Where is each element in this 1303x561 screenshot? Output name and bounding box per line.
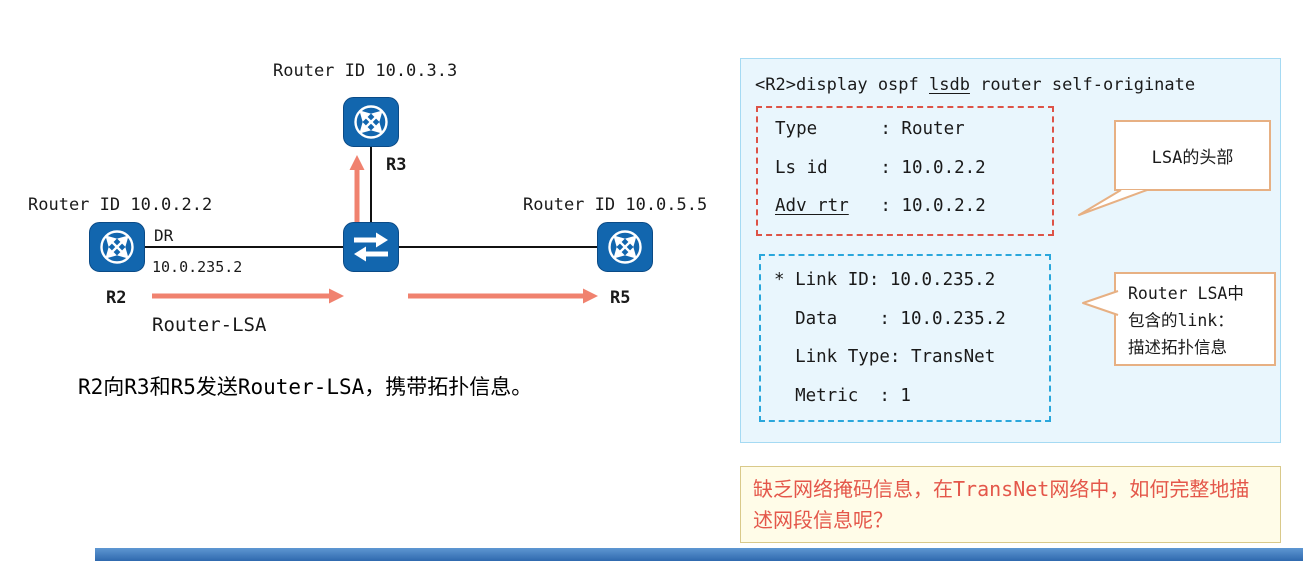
link-metric-line: Metric : 1	[774, 385, 911, 406]
cli-command-rest: router self-originate	[969, 75, 1196, 95]
router-name-r5: R5	[610, 288, 631, 308]
lsa-advrtr-key: Adv rtr	[775, 196, 849, 216]
router-icon	[89, 222, 145, 272]
lsa-header-box: Type : Router Ls id : 10.0.2.2 Adv rtr :…	[756, 106, 1054, 236]
question-note: 缺乏网络掩码信息，在TransNet网络中，如何完整地描述网段信息呢？	[740, 466, 1281, 543]
router-id-r3-label: Router ID 10.0.3.3	[273, 61, 458, 81]
router-id-r5-label: Router ID 10.0.5.5	[523, 195, 708, 215]
callout-link-line1: Router LSA中	[1128, 284, 1244, 303]
callout-link-line2: 包含的link：	[1128, 311, 1234, 330]
lsa-link-box: * Link ID: 10.0.235.2 Data : 10.0.235.2 …	[759, 254, 1051, 422]
router-node-r2	[89, 222, 145, 272]
question-note-text: 缺乏网络掩码信息，在TransNet网络中，如何完整地描述网段信息呢？	[753, 477, 1250, 532]
router-node-r5	[597, 222, 653, 272]
switch-node	[343, 222, 399, 272]
link-id-line: * Link ID: 10.0.235.2	[774, 270, 996, 290]
callout-lsa-header: LSA的头部	[1114, 120, 1271, 191]
lsa-arrow-up-head	[349, 155, 365, 170]
lsa-arrow-right2-head	[583, 288, 598, 304]
diagram-caption: R2向R3和R5发送Router-LSA，携带拓扑信息。	[78, 375, 533, 399]
router-node-r3	[343, 97, 399, 147]
link-data-line: Data : 10.0.235.2	[774, 308, 1006, 329]
cli-command-pre: <R2>display ospf	[755, 75, 929, 95]
callout-router-lsa-link-tail	[1082, 290, 1119, 316]
router-id-r2-label: Router ID 10.0.2.2	[28, 195, 213, 215]
bottom-accent-bar	[95, 548, 1303, 561]
callout-lsa-header-tail	[1078, 189, 1148, 216]
cli-command: <R2>display ospf lsdb router self-origin…	[755, 75, 1195, 95]
callout-router-lsa-link: Router LSA中 包含的link： 描述拓扑信息	[1114, 272, 1276, 366]
topology-connectors	[145, 147, 598, 304]
switch-icon	[343, 222, 399, 272]
lsa-arrow-right1-head	[329, 288, 344, 304]
callout-lsa-header-text: LSA的头部	[1151, 148, 1234, 168]
router-lsa-flow-label: Router-LSA	[152, 314, 267, 336]
router-name-r3: R3	[386, 155, 407, 175]
link-type-line: Link Type: TransNet	[774, 347, 996, 367]
cli-command-lsdb: lsdb	[929, 75, 970, 95]
lsa-advrtr-value: : 10.0.2.2	[848, 196, 986, 216]
router-icon	[343, 97, 399, 147]
lsa-advrtr-line: Adv rtr : 10.0.2.2	[775, 187, 1052, 226]
lsa-lsid-line: Ls id : 10.0.2.2	[775, 157, 986, 178]
dr-role-label: DR	[154, 226, 174, 245]
router-icon	[597, 222, 653, 272]
lsa-type-line: Type : Router	[775, 119, 965, 139]
callout-link-line3: 描述拓扑信息	[1128, 338, 1227, 357]
interface-ip-label: 10.0.235.2	[152, 258, 243, 276]
console-output-panel: <R2>display ospf lsdb router self-origin…	[740, 58, 1281, 443]
router-name-r2: R2	[106, 288, 127, 308]
